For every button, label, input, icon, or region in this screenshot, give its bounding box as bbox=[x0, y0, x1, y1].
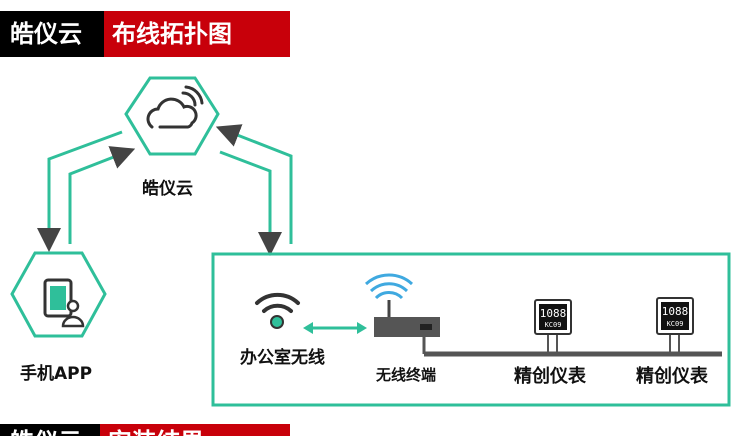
phone-app-label: 手机APP bbox=[20, 364, 93, 384]
wireless-terminal-label: 无线终端 bbox=[376, 366, 437, 384]
cloud-node bbox=[124, 76, 220, 156]
footer-header-title: 安装结果 bbox=[100, 424, 290, 436]
link-cloud-phone bbox=[37, 130, 136, 252]
meter-1-model: KC09 bbox=[545, 321, 562, 329]
wifi-icon bbox=[255, 292, 300, 329]
link-cloud-wireless bbox=[215, 124, 293, 256]
meter-2-model: KC09 bbox=[667, 320, 684, 328]
meter-2-value: 1088 bbox=[662, 305, 689, 318]
header-brand: 皓仪云 bbox=[0, 11, 104, 57]
phone-app-node bbox=[10, 251, 107, 338]
meter-1-label: 精创仪表 bbox=[514, 366, 586, 387]
meter-icon: 1088 KC09 bbox=[656, 297, 694, 354]
footer-header-brand: 皓仪云 bbox=[0, 424, 100, 436]
header-title: 布线拓扑图 bbox=[104, 11, 290, 57]
cloud-icon bbox=[146, 85, 204, 129]
meter-2-label: 精创仪表 bbox=[636, 366, 708, 387]
cloud-label: 皓仪云 bbox=[142, 179, 193, 199]
meter-icon: 1088 KC09 bbox=[534, 299, 572, 354]
bus-line bbox=[422, 337, 722, 357]
meter-1-value: 1088 bbox=[540, 307, 567, 320]
wireless-group-box bbox=[211, 252, 731, 407]
link-wifi-terminal bbox=[303, 322, 367, 334]
router-icon bbox=[364, 273, 440, 337]
office-wifi-label: 办公室无线 bbox=[240, 348, 325, 368]
tablet-user-icon bbox=[43, 278, 85, 328]
